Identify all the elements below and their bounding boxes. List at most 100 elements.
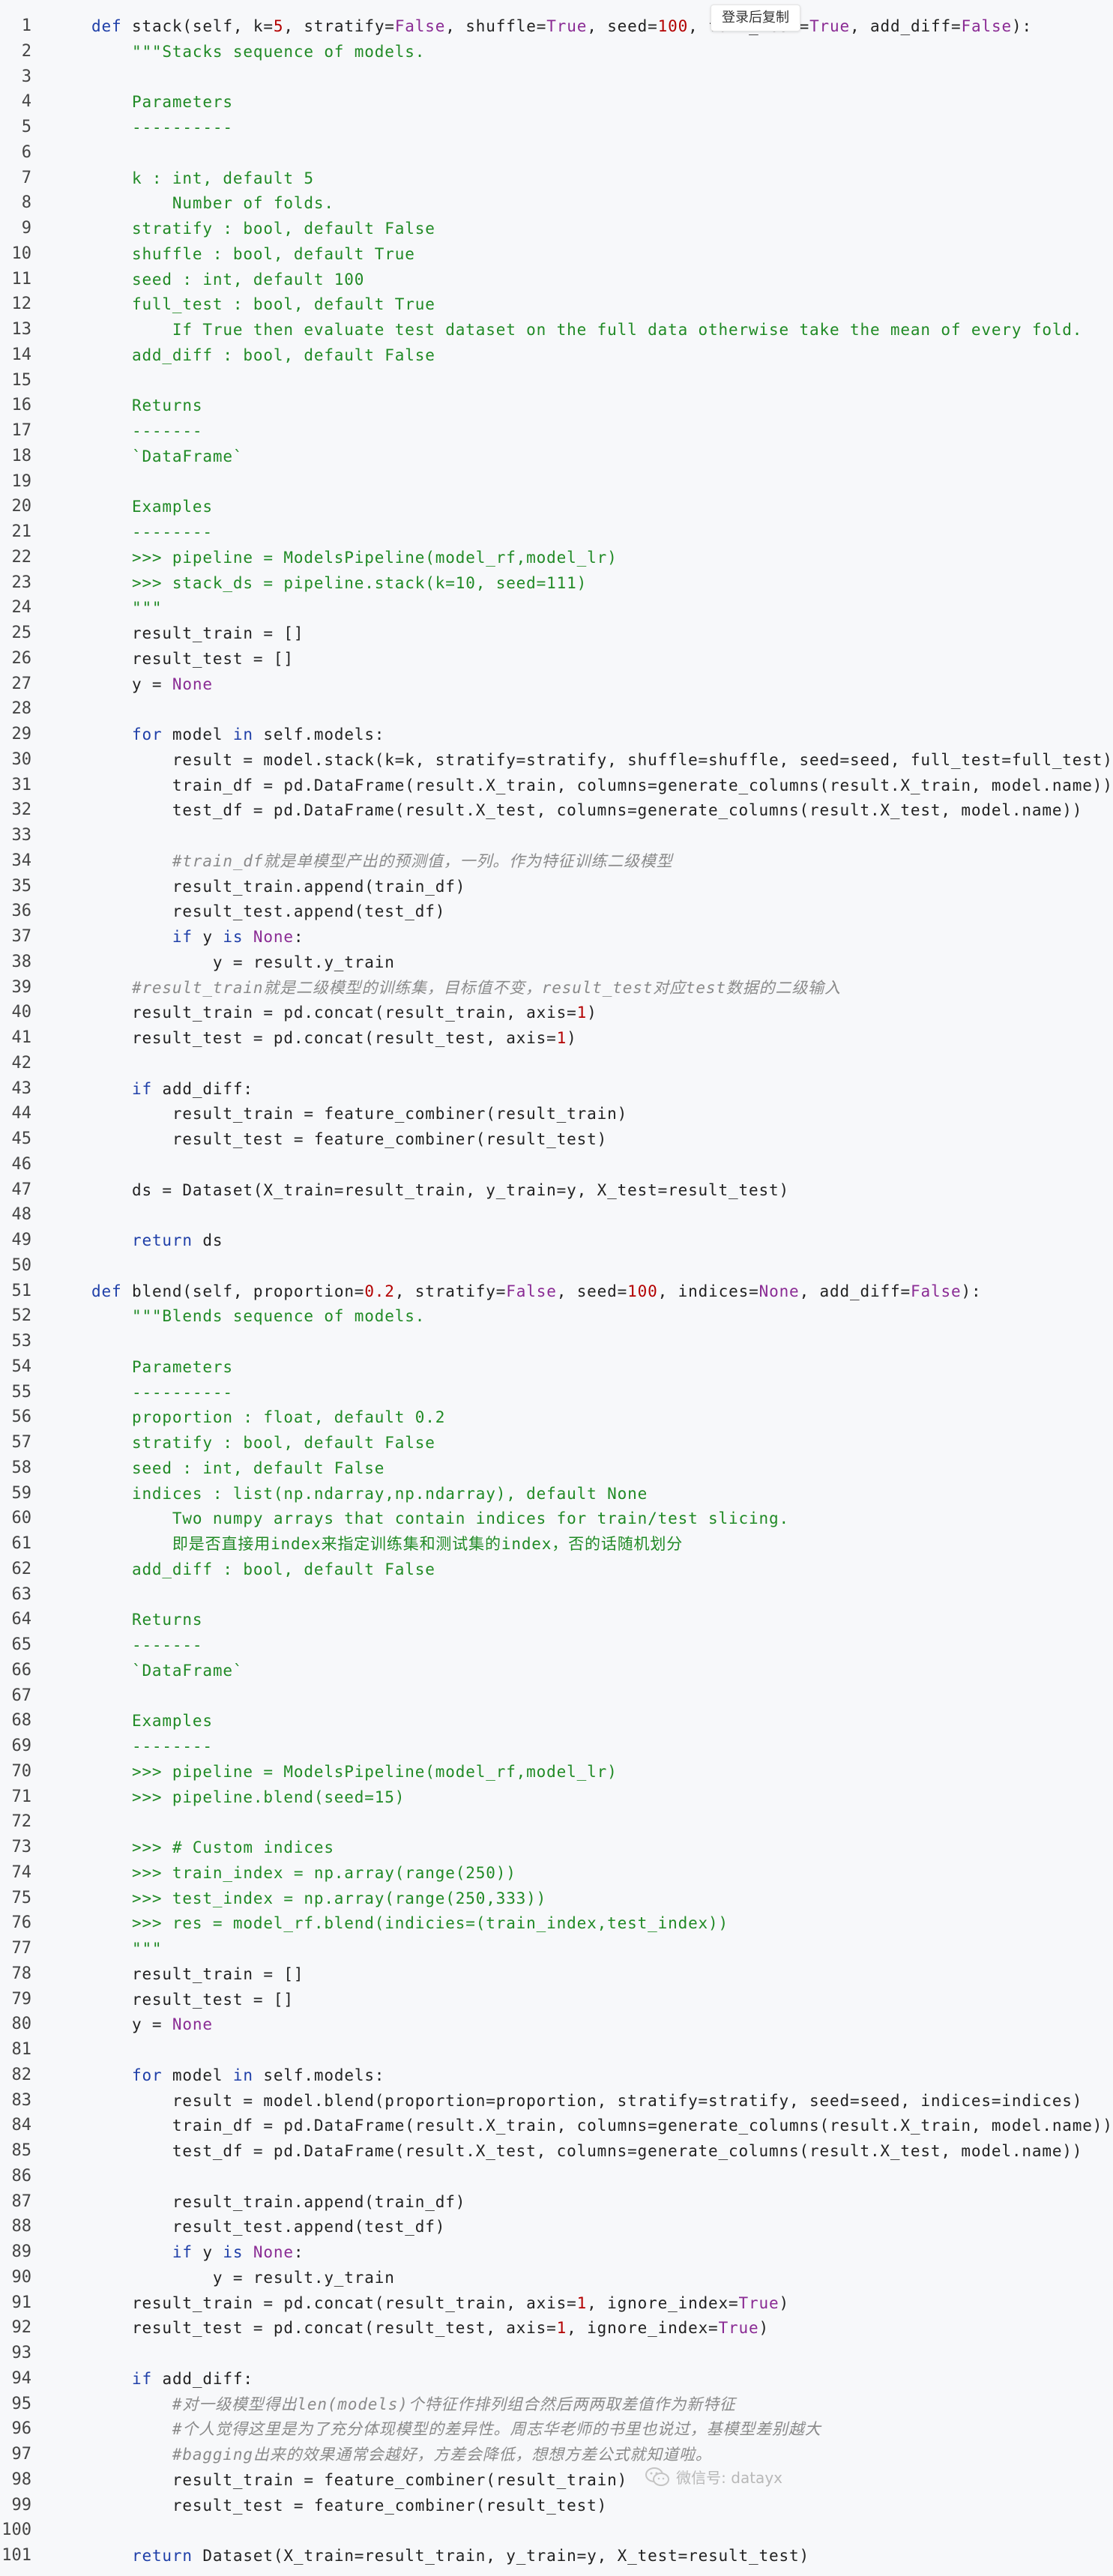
code-text: """Stacks sequence of models. [51,42,426,61]
code-text: 即是否直接用index来指定训练集和测试集的index，否的话随机划分 [51,1535,684,1553]
line-number: 81 [11,2040,32,2059]
line-number: 33 [11,826,32,845]
code-text: def stack(self, k=5, stratify=False, shu… [91,17,1032,35]
copy-after-login-button[interactable]: 登录后复制 [711,4,800,31]
line-number: 89 [11,2242,32,2261]
code-line: 59 indices : list(np.ndarray,np.ndarray)… [0,1481,809,1506]
line-number: 2 [21,41,31,61]
code-line: 73 >>> # Custom indices [0,1835,809,1860]
line-number: 86 [11,2166,32,2186]
code-text: y = None [51,675,213,693]
code-text: result = model.stack(k=k, stratify=strat… [51,750,1113,769]
code-text: result_train.append(train_df) [51,2192,466,2211]
line-number: 27 [11,674,32,693]
line-number: 49 [11,1231,32,1249]
line-number: 21 [11,522,32,541]
code-line: 60 Two numpy arrays that contain indices… [0,1506,809,1531]
line-number: 40 [11,1003,32,1022]
code-line: 67 [0,1683,809,1709]
code-line: 87 result_train.append(train_df) [0,2189,809,2215]
line-number: 47 [11,1180,32,1199]
code-text: #bagging出来的效果通常会越好，方差会降低，想想方差公式就知道啦。 [51,2446,712,2464]
line-number: 80 [11,2015,32,2034]
line-number: 98 [11,2470,32,2489]
code-line: 49 return ds [0,1228,809,1253]
line-number: 73 [11,1838,32,1856]
code-text: test_df = pd.DataFrame(result.X_test, co… [51,801,1083,820]
line-number: 31 [11,775,32,794]
code-line: 80 y = None [0,2012,809,2037]
code-line: 18 `DataFrame` [0,444,809,469]
line-number: 54 [11,1357,32,1376]
code-line: 14 add_diff : bool, default False [0,343,809,368]
code-line: 17 ------- [0,418,809,444]
code-text: if add_diff: [131,2369,253,2388]
code-text: seed : int, default False [51,1459,385,1477]
code-line: 7 k : int, default 5 [0,166,809,191]
line-number: 16 [11,396,32,415]
code-line: 78 result_train = [] [0,1961,809,1987]
code-text: result_train.append(train_df) [51,877,466,896]
code-text: return ds [131,1231,223,1249]
line-number: 63 [11,1584,32,1604]
line-number: 19 [11,471,32,491]
line-number: 7 [21,168,31,187]
code-line: 33 [0,823,809,848]
line-number: 34 [11,851,32,870]
line-number: 95 [11,2394,32,2413]
code-text: y = result.y_train [51,953,395,971]
line-number: 87 [11,2192,32,2211]
line-number: 53 [11,1332,32,1351]
code-line: 4 Parameters [0,89,809,115]
line-number: 9 [21,219,31,238]
code-line: 81 [0,2037,809,2063]
code-text: >>> test_index = np.array(range(250,333)… [51,1889,547,1907]
line-number: 20 [11,497,32,516]
code-line: 30 result = model.stack(k=k, stratify=st… [0,747,1112,773]
code-line: 84 train_df = pd.DataFrame(result.X_trai… [0,2113,1112,2138]
code-text: ------- [51,1636,203,1654]
watermark: 微信号: datayx [645,2466,782,2488]
line-number: 101 [1,2546,31,2565]
line-number: 75 [11,1888,32,1907]
line-number: 82 [11,2065,32,2084]
code-line: 57 stratify : bool, default False [0,1430,809,1456]
code-line: 64 Returns [0,1607,809,1632]
code-line: 1 def stack(self, k=5, stratify=False, s… [0,13,1031,39]
code-text: result_train = [] [51,1964,304,1983]
code-line: 41 result_test = pd.concat(result_test, … [0,1025,809,1051]
code-text: -------- [51,1737,213,1755]
line-number: 60 [11,1509,32,1528]
line-number: 66 [11,1660,32,1680]
code-line: 83 result = model.blend(proportion=propo… [0,2088,1082,2114]
code-text: seed : int, default 100 [51,270,365,289]
code-text: ---------- [51,1383,233,1402]
code-line: 13 If True then evaluate test dataset on… [0,317,1082,343]
line-number: 76 [11,1913,32,1933]
code-line: 29 for model in self.models: [0,722,809,747]
code-line: 65 ------- [0,1632,809,1658]
line-number: 5 [21,118,31,136]
code-line: 72 [0,1809,809,1835]
code-line: 45 result_test = feature_combiner(result… [0,1126,809,1152]
line-number: 57 [11,1433,32,1452]
line-number: 26 [11,648,32,668]
code-line: 86 [0,2164,809,2189]
line-number: 8 [21,193,31,213]
code-line: 76 >>> res = model_rf.blend(indicies=(tr… [0,1910,809,1936]
line-number: 94 [11,2368,32,2388]
code-line: 79 result_test = [] [0,1987,809,2012]
code-text: Returns [51,1611,203,1629]
code-text: result_test = pd.concat(result_test, axi… [51,1029,577,1047]
code-line: 96 #个人觉得这里是为了充分体现模型的差异性。周志华老师的书里也说过，基模型差… [0,2416,821,2442]
code-line: 20 Examples [0,494,809,519]
code-line: 99 result_test = feature_combiner(result… [0,2493,809,2518]
wechat-icon [645,2467,670,2486]
line-number: 79 [11,1989,32,2009]
code-line: 51 def blend(self, proportion=0.2, strat… [0,1279,981,1304]
code-text: >>> res = model_rf.blend(indicies=(train… [51,1914,729,1933]
code-text: train_df = pd.DataFrame(result.X_train, … [51,2117,1113,2135]
code-text: stratify : bool, default False [51,220,435,238]
code-text: k : int, default 5 [51,169,314,187]
code-text: shuffle : bool, default True [51,244,415,263]
